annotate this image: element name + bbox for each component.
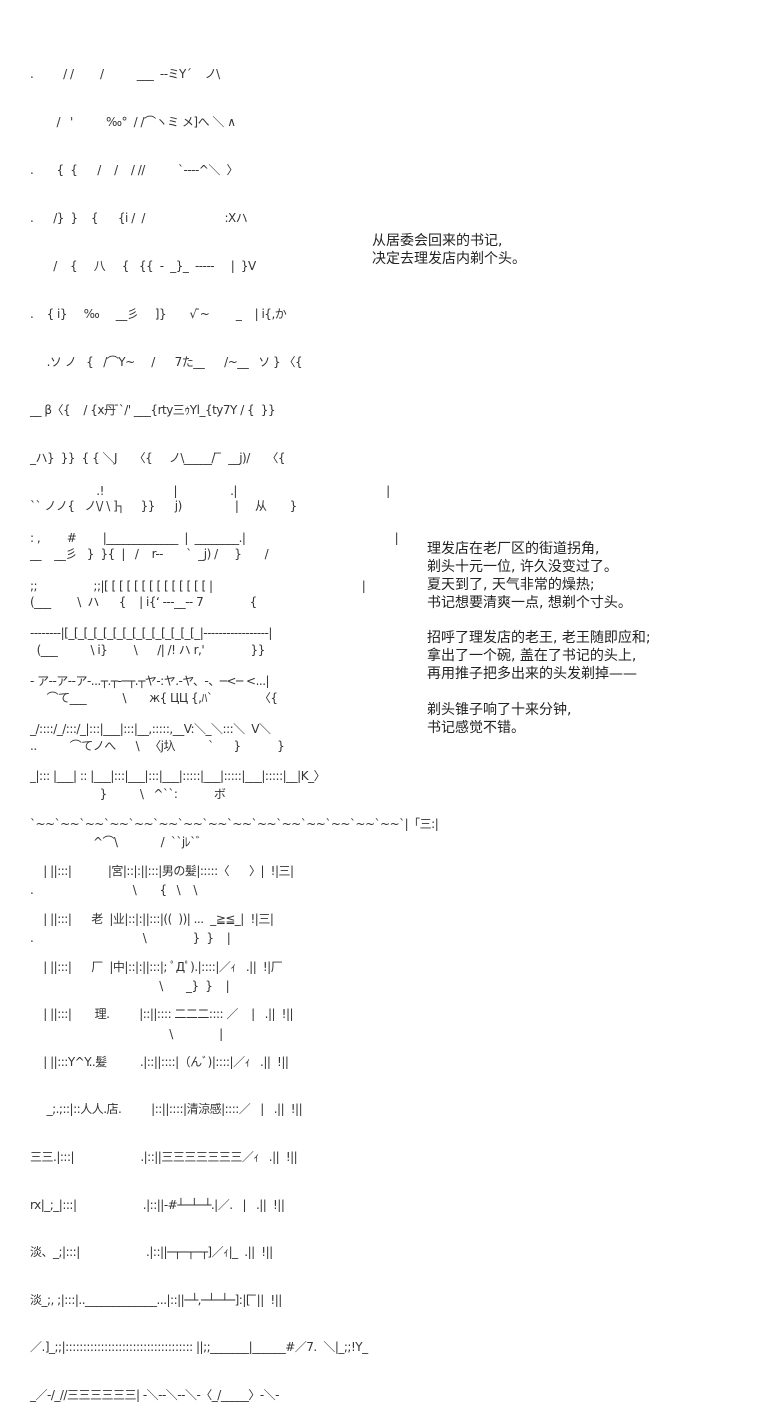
art-line: / ' ‰° / /⌒ヽミ メ]へ ＼ ∧ (30, 115, 236, 129)
narration-block-1: 从居委会回来的书记, 决定去理发店内剃个头。 (372, 232, 526, 268)
art-line: } \ ^``: ボ (30, 787, 226, 801)
narration-line: 招呼了理发店的老王, 老王随即应和; (427, 630, 651, 646)
art-line: ^⌒\ / ``jﾚ`゛ (30, 835, 208, 849)
art-line: 淡、_;|:::| .|::||─┬─┬─┬]／ｨ|_ .|| !|| (30, 1245, 273, 1260)
narration-line: 剃头十元一位, 许久没变过了。 (427, 559, 618, 575)
art-line: | ||:::Y^Y..髪 .|::||::::|（んﾞ)|::::|／ｨ .|… (30, 1054, 289, 1069)
art-line: .! | .| | (30, 483, 390, 498)
narration-block-2: 理发店在老厂区的街道拐角, 剃头十元一位, 许久没变过了。 夏天到了, 天气非常… (427, 540, 632, 612)
narration-line: 决定去理发店内剃个头。 (372, 251, 526, 267)
art-line: . { { / / / // `‐‐‐‐^＼ 〉 (30, 163, 239, 177)
art-line: rx|_;_|:::| .|::||-#┴─┴─┴.|／. | .|| !|| (30, 1197, 285, 1212)
narration-line: 理发店在老厂区的街道拐角, (427, 541, 600, 557)
art-line: _;.;::|::人人.店. |::||::::|清涼感|::::／ | .||… (30, 1102, 303, 1117)
narration-block-4: 剃头锥子响了十来分钟, 书记感觉不错。 (427, 701, 571, 737)
art-line: 淡_;, ;|:::|.._____________...|::||─┴,─┴─… (30, 1292, 282, 1307)
art-line: ;; ;;|[ [ [ [ [ [ [ [ [ [ [ [ [ [ | | (30, 578, 366, 593)
art-line: (___ \ i} \ /| /! ハ r,' }} (30, 643, 266, 657)
art-line: _/::::/_/:::/_|:::|___|:::|__,:::::,__V:… (30, 721, 271, 736)
art-line: _|::: |___| :: |___|:::|___|:::|___|::::… (30, 769, 326, 784)
art-line: `~~`~~`~~`~~`~~`~~`~~`~~`~~`~~`~~`~~`~~`… (30, 816, 439, 831)
narration-line: 从居委会回来的书记, (372, 233, 503, 249)
narration-block-3: 招呼了理发店的老王, 老王随即应和; 拿出了一个碗, 盖在了书记的头上, 再用推… (427, 629, 651, 683)
narration-line: 拿出了一个碗, 盖在了书记的头上, (427, 648, 637, 664)
art-line: | ||:::| 理. |::||:::: 二二二:::: ／ | .|| !|… (30, 1007, 294, 1022)
ascii-art-barber-shop: .! | .| | : , # |_____________ | _______… (30, 452, 439, 1420)
art-line: __ β〈{ / {x丹 ̄`/' ___{rty三ｩYl_{ty7Y / { … (30, 403, 276, 417)
art-line: - ア--ア--ア-...┬.┬-─┬.┬ヤ-:ヤ.-ヤ、-、─<─ <...| (30, 673, 270, 688)
narration-line: 书记感觉不错。 (427, 720, 525, 736)
art-line: : , # |_____________ | ________.| | (30, 531, 399, 546)
art-line: _ハ} }} { { ＼J 〈{ ノ\_____/ ̄ ̄ __j)/ 〈{ (30, 451, 286, 465)
art-line: __ __彡 } }{ | / r-- ` _j) / } / (30, 547, 269, 561)
art-line: .. ⌒てノへ \ 〈j圦 ` } } (30, 739, 285, 753)
art-line: _／‐/_//三三三三三三| -＼--＼--＼-〈_/_____〉-＼- (30, 1387, 280, 1402)
art-line: ／.]_;;|:::::::::::::::::::::::::::::::::… (30, 1340, 368, 1355)
narration-line: 剃头锥子响了十来分钟, (427, 702, 572, 718)
art-line: | ||:::| 厂 |中|::|:||:::|; ﾟДﾟ).|::::|／ｨ … (30, 959, 283, 974)
art-line: / { 八 { {{ - _}_ ----- | }V (30, 259, 256, 273)
art-line: ⌒て___ \ ж{ ЦЦ {,ﾊ` 〈{ (30, 691, 278, 705)
narration-line: 书记想要清爽一点, 想剃个寸头。 (427, 595, 632, 611)
art-line: . { i} ‰ __彡 ]} √ ̄~ _ | i{,か (30, 307, 287, 321)
art-line: .ソ ノ { /⌒Y~ / 7た__ /~__ ソ } 〈{ (30, 355, 303, 369)
narration-line: 再用推子把多出来的头发剃掉—— (427, 666, 637, 682)
art-line: | ||:::| 老 |业|::|:||:::|(( ))| ... _≧≦_|… (30, 911, 274, 926)
art-line: (___ \ ハ { | i{‘ ---__-- 7 { (30, 595, 257, 609)
art-line: . /} } { {i / / :Xハ (30, 211, 248, 225)
art-line: --------|[_[_[_[_[_[_[_[_[_[_[_[_[_[_|--… (30, 626, 272, 641)
narration-line: 夏天到了, 天气非常的燥热; (427, 577, 595, 593)
art-line: | ||:::| |宮|::|:||:::|男の髪|:::::〈 〉| !|三| (30, 864, 294, 879)
art-line: `` ノノ{ ノ\/ \ ]┐ }} j) | 从 } (30, 499, 297, 513)
art-line: . / / / ___ --ミY´ ノ\ (30, 67, 220, 81)
art-line: 三三.|:::| .|::||三三三三三三三／ｨ .|| !|| (30, 1149, 298, 1164)
